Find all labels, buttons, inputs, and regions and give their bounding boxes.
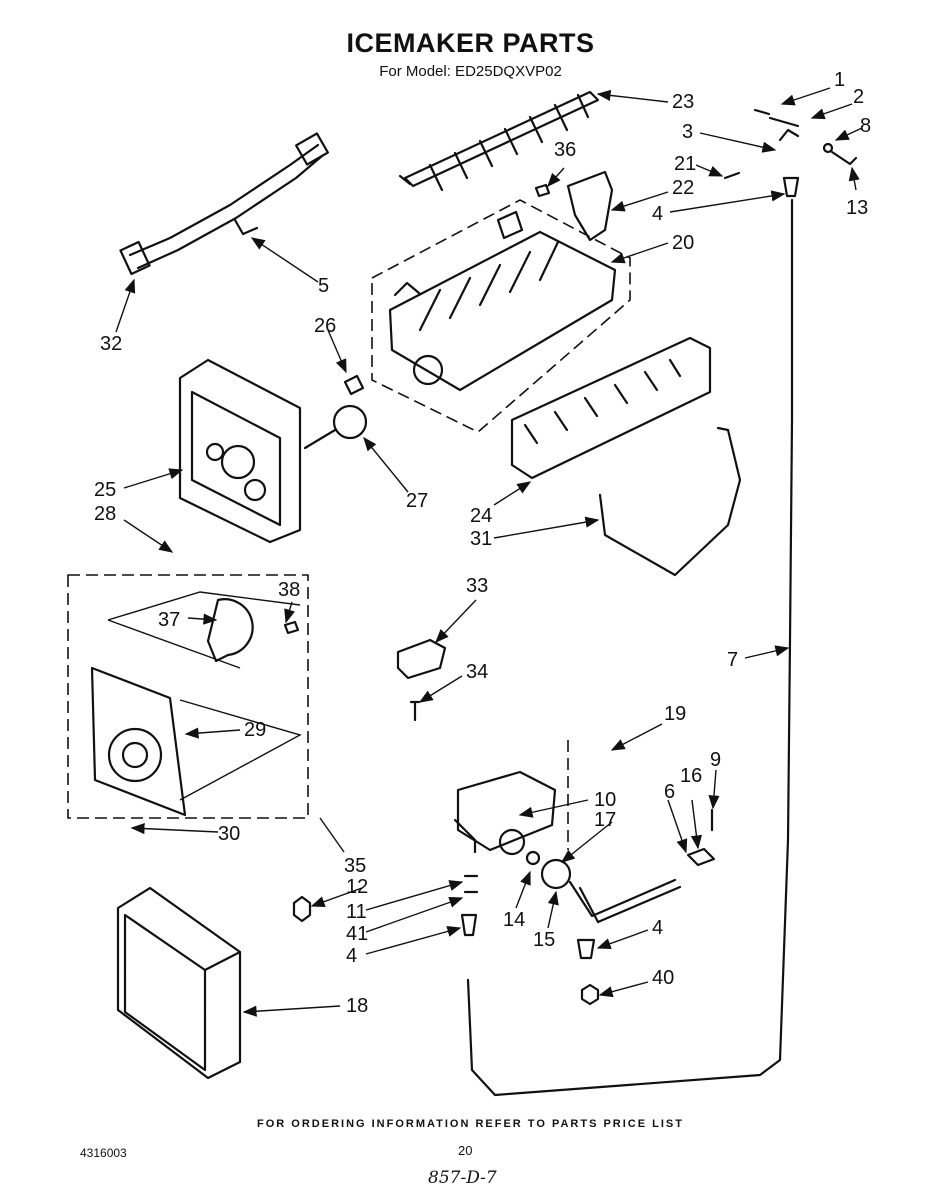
callout-13: 13: [846, 197, 868, 219]
callout-18: 18: [346, 995, 368, 1017]
leader-lines: [115, 87, 863, 1017]
callout-14: 14: [503, 909, 525, 931]
callout-27: 27: [406, 490, 428, 512]
callout-7: 7: [727, 649, 738, 671]
mold-body-drawing: [371, 199, 631, 433]
callout-41: 41: [346, 923, 368, 945]
callout-19: 19: [664, 703, 686, 725]
callout-3: 3: [682, 121, 693, 143]
callout-2: 2: [853, 86, 864, 108]
callout-40: 40: [652, 967, 674, 989]
page-title: ICEMAKER PARTS: [346, 28, 595, 58]
fill-cup-drawing: [566, 170, 614, 242]
motor-assembly-drawing: [67, 574, 309, 819]
handwritten-note: 857-D-7: [428, 1168, 497, 1188]
page-number: 20: [458, 1143, 473, 1158]
callout-6: 6: [664, 781, 675, 803]
callout-4: 4: [652, 203, 663, 225]
frame-18-drawing: [116, 886, 242, 1080]
callout-21: 21: [674, 153, 696, 175]
inlet-fittings-drawing: [723, 108, 858, 198]
nut-40-drawing: [580, 983, 600, 1006]
callout-4-fitting: 4: [346, 945, 357, 967]
model-subtitle: For Model: ED25DQXVP02: [379, 63, 562, 80]
water-tube-drawing: [466, 198, 794, 1097]
callout-1: 1: [834, 69, 845, 91]
callout-20: 20: [672, 232, 694, 254]
callout-24: 24: [470, 505, 492, 527]
water-valve-drawing: [453, 740, 716, 924]
callout-31: 31: [470, 528, 492, 550]
callout-25: 25: [94, 479, 116, 501]
callout-12: 12: [346, 876, 368, 898]
callout-23: 23: [672, 91, 694, 113]
callout-35: 35: [344, 855, 366, 877]
control-housing-drawing: [178, 358, 302, 544]
ice-stripper-drawing: [510, 336, 712, 480]
clip-26-drawing: [343, 374, 365, 396]
callout-4-valve: 4: [652, 917, 663, 939]
nut-12-drawing: [292, 895, 312, 923]
callout-30: 30: [218, 823, 240, 845]
callout-34: 34: [466, 661, 488, 683]
callout-22: 22: [672, 177, 694, 199]
screw-34-drawing: [409, 700, 421, 722]
wiring-harness-drawing: [119, 132, 329, 276]
document-number: 4316003: [80, 1146, 127, 1160]
fitting-4-drawing: [460, 913, 478, 937]
callout-11: 11: [346, 901, 367, 923]
callout-36: 36: [554, 139, 576, 161]
callout-8: 8: [860, 115, 871, 137]
fitting-4b-drawing: [576, 938, 596, 960]
callout-10: 10: [594, 789, 616, 811]
callout-9: 9: [710, 749, 721, 771]
cover-33-drawing: [396, 638, 447, 680]
callout-28: 28: [94, 503, 116, 525]
callout-38: 38: [278, 579, 300, 601]
screw-36-drawing: [534, 183, 551, 198]
callout-29: 29: [244, 719, 266, 741]
shutoff-arm-drawing: [598, 426, 742, 577]
callout-32: 32: [100, 333, 122, 355]
callout-labels: 1 2 3 4 5 6 7 8 9 10 11 12 13 14 15 16 1…: [94, 69, 871, 1017]
callout-37: 37: [158, 609, 180, 631]
washers-drawing: [463, 874, 479, 894]
thermostat-drawing: [303, 404, 368, 450]
callout-26: 26: [314, 315, 336, 337]
callout-16: 16: [680, 765, 702, 787]
callout-15: 15: [533, 929, 555, 951]
callout-5: 5: [318, 275, 329, 297]
callout-33: 33: [466, 575, 488, 597]
ordering-note: FOR ORDERING INFORMATION REFER TO PARTS …: [257, 1118, 684, 1130]
callout-17: 17: [594, 809, 616, 831]
